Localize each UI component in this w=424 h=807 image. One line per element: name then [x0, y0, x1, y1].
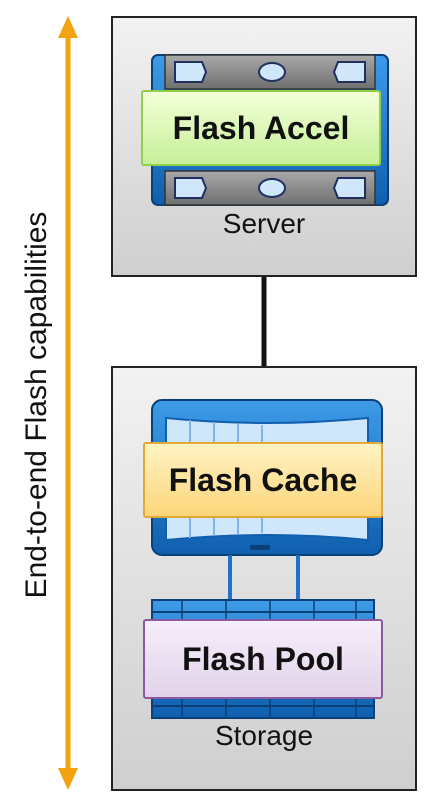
double-arrow-icon: [58, 16, 78, 790]
storage-label: Storage: [214, 720, 314, 751]
capabilities-axis-label: End-to-end Flash capabilities: [20, 211, 53, 599]
flash-pool-tag: Flash Pool: [143, 619, 383, 699]
flash-cache-tag: Flash Cache: [143, 442, 383, 518]
server-label: Server: [222, 208, 306, 239]
flash-accel-tag: Flash Accel: [141, 90, 381, 166]
